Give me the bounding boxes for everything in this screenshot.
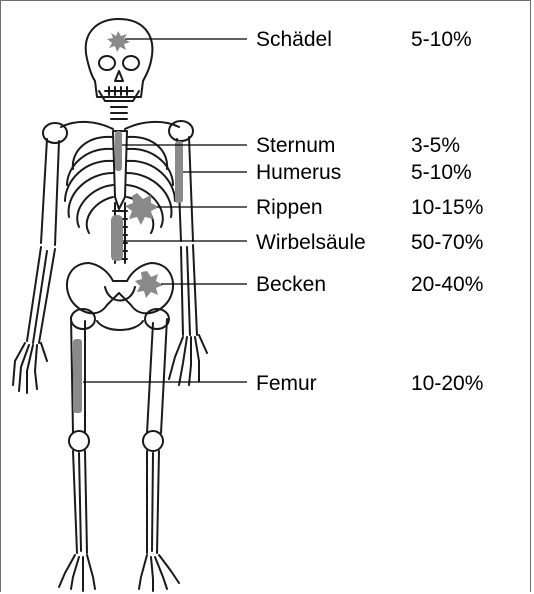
value-becken: 20-40% bbox=[411, 273, 483, 296]
left-forearm bbox=[27, 247, 55, 343]
lesion-sternum bbox=[115, 131, 122, 171]
pelvis bbox=[67, 263, 173, 313]
left-tibia bbox=[73, 451, 87, 553]
label-femur: Femur bbox=[256, 372, 317, 395]
label-list: Schädel 5-10% Sternum 3-5% Humerus 5-10%… bbox=[256, 28, 483, 395]
label-rippen: Rippen bbox=[256, 196, 323, 219]
right-hip-joint bbox=[145, 309, 169, 329]
label-humerus: Humerus bbox=[256, 161, 341, 184]
right-forearm bbox=[181, 245, 197, 335]
label-becken: Becken bbox=[256, 273, 326, 296]
left-knee bbox=[69, 431, 89, 451]
rib-left bbox=[65, 137, 113, 233]
lesion-spine bbox=[111, 215, 123, 261]
lesion-pelvis bbox=[135, 271, 163, 298]
lesion-humerus bbox=[175, 141, 183, 203]
value-schaedel: 5-10% bbox=[411, 28, 472, 51]
nose bbox=[115, 71, 123, 81]
right-femur bbox=[147, 319, 167, 433]
label-wirbelsaeule: Wirbelsäule bbox=[256, 231, 366, 254]
right-foot bbox=[139, 555, 179, 591]
value-femur: 10-20% bbox=[411, 372, 483, 395]
left-foot bbox=[59, 555, 95, 591]
right-hand bbox=[169, 335, 207, 385]
value-rippen: 10-15% bbox=[411, 196, 483, 219]
lesion-skull bbox=[107, 31, 130, 52]
cervical-spine bbox=[111, 101, 127, 119]
value-sternum: 3-5% bbox=[411, 134, 460, 157]
value-wirbelsaeule: 50-70% bbox=[411, 231, 483, 254]
teeth bbox=[105, 87, 133, 95]
right-eye-socket bbox=[123, 56, 139, 70]
rib-right bbox=[127, 137, 175, 233]
skull bbox=[86, 19, 153, 97]
left-hand bbox=[13, 343, 47, 393]
pubic-arch bbox=[97, 321, 143, 330]
value-humerus: 5-10% bbox=[411, 161, 472, 184]
left-clavicle bbox=[61, 122, 113, 129]
lesion-femur bbox=[73, 339, 82, 413]
right-knee bbox=[143, 431, 163, 451]
right-tibia bbox=[147, 451, 159, 553]
label-sternum: Sternum bbox=[256, 134, 335, 157]
left-humerus bbox=[41, 139, 59, 245]
skeleton-drawing bbox=[13, 19, 207, 591]
label-schaedel: Schädel bbox=[256, 28, 332, 51]
left-eye-socket bbox=[99, 56, 115, 70]
